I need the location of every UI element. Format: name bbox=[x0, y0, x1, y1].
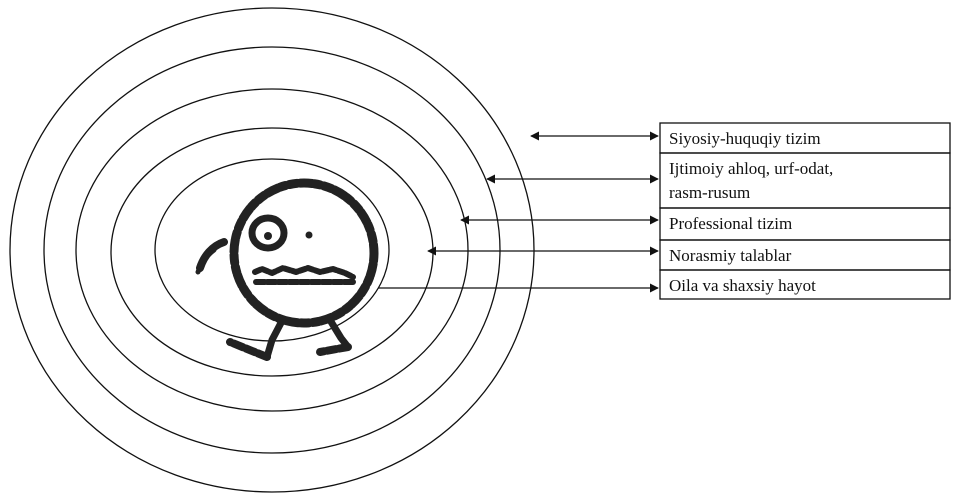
label-norasmiy: Norasmiy talablar bbox=[669, 246, 792, 265]
label-texts: Siyosiy-huquqiy tizim Ijtimoiy ahloq, ur… bbox=[669, 129, 833, 295]
label-ijtimoiy-line2: rasm-rusum bbox=[669, 183, 750, 202]
label-professional: Professional tizim bbox=[669, 214, 792, 233]
label-siyosiy: Siyosiy-huquqiy tizim bbox=[669, 129, 821, 148]
label-oila: Oila va shaxsiy hayot bbox=[669, 276, 816, 295]
label-box-5 bbox=[659, 269, 951, 300]
person-figure-icon bbox=[195, 178, 379, 361]
label-boxes bbox=[659, 122, 951, 300]
connector-arrows bbox=[378, 131, 659, 293]
label-ijtimoiy-line1: Ijtimoiy ahloq, urf-odat, bbox=[669, 159, 833, 178]
